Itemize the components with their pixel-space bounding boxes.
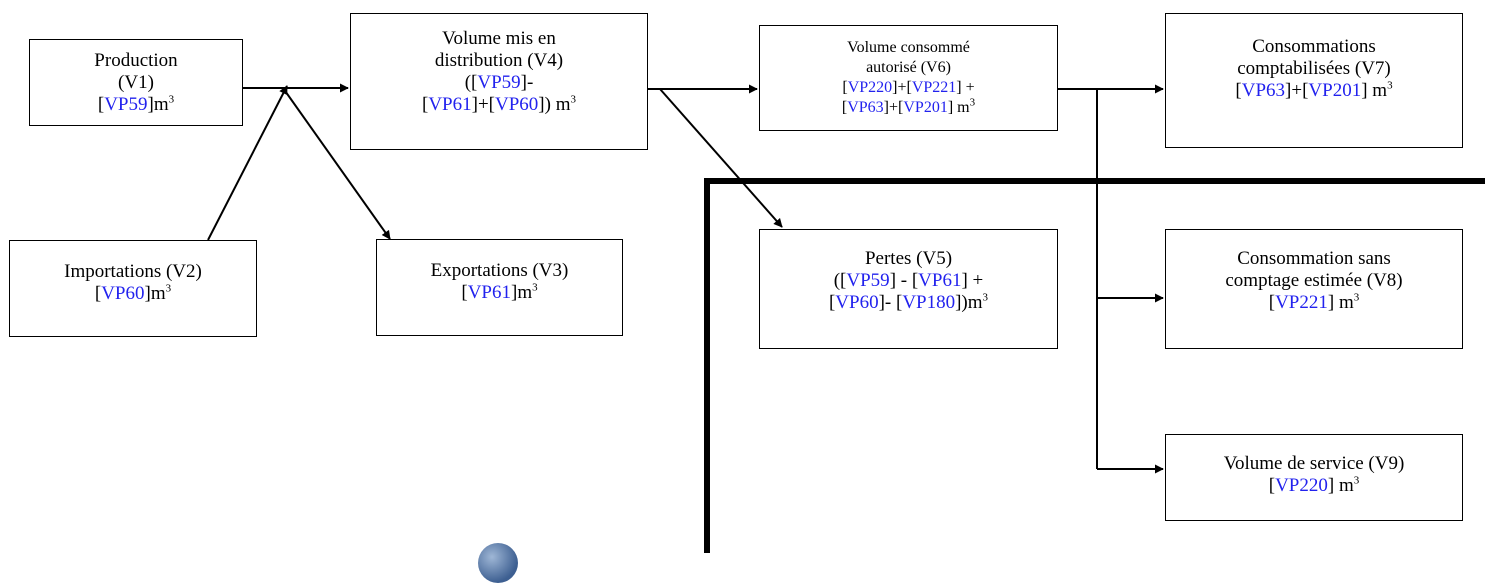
v6-formula-2: [VP63]+[VP201] m3 [841, 96, 976, 116]
v7-title-2: comptabilisées (V7) [1237, 58, 1391, 79]
v4-title-1: Volume mis en [442, 28, 556, 49]
v6-ref-d: VP201 [903, 99, 948, 116]
v4-ref-c: VP60 [495, 94, 539, 115]
v5-ref-a: VP59 [846, 270, 890, 291]
arrow-v4-to-v5 [659, 88, 783, 228]
v6-ref-a: VP220 [847, 79, 893, 96]
v5-ref-d: VP180 [902, 292, 956, 313]
v2-formula: [VP60]m3 [94, 282, 172, 304]
connectors [207, 83, 1164, 474]
v5-ref-c: VP60 [835, 292, 879, 313]
v5-formula-2: [VP60]- [VP180])m3 [828, 291, 989, 313]
box-importations-v2: Importations (V2) [VP60]m3 [9, 240, 257, 337]
v4-formula-2: [VP61]+[VP60]) m3 [422, 93, 576, 115]
v3-formula: [VP61]m3 [461, 281, 538, 303]
v7-formula: [VP63]+[VP201] m3 [1235, 79, 1393, 101]
v3-ref: VP61 [467, 282, 511, 303]
box-volume-consomme-v6: Volume consommé autorisé (V6) [VP220]+[V… [759, 25, 1058, 131]
box-exportations-v3: Exportations (V3) [VP61]m3 [376, 239, 623, 336]
v7-ref-a: VP63 [1241, 80, 1286, 101]
flow-diagram [207, 83, 1485, 553]
partial-logo-icon [478, 543, 518, 583]
v8-title-1: Consommation sans [1237, 248, 1391, 269]
v7-title-1: Consommations [1252, 36, 1376, 57]
arrow-v2-to-junction [207, 85, 288, 241]
v2-ref: VP60 [101, 283, 145, 304]
v6-ref-b: VP221 [911, 79, 957, 96]
v8-formula: [VP221] m3 [1268, 291, 1360, 313]
v9-title: Volume de service (V9) [1223, 453, 1405, 474]
v1-ref: VP59 [104, 94, 148, 115]
v9-ref: VP220 [1275, 475, 1328, 496]
v1-title: Production [94, 50, 178, 71]
v8-title-2: comptage estimée (V8) [1225, 270, 1403, 291]
v1-formula: [VP59]m3 [97, 93, 175, 115]
box-consommation-sans-comptage-v8: Consommation sans comptage estimée (V8) … [1165, 229, 1463, 349]
box-pertes-v5: Pertes (V5) ([VP59] - [VP61] + [VP60]- [… [759, 229, 1058, 349]
v4-ref-b: VP61 [428, 94, 472, 115]
box-volume-service-v9: Volume de service (V9) [VP220] m3 [1165, 434, 1463, 521]
v3-title: Exportations (V3) [430, 260, 569, 281]
box-consommations-v7: Consommations comptabilisées (V7) [VP63]… [1165, 13, 1463, 148]
v5-ref-b: VP61 [918, 270, 962, 291]
v5-title: Pertes (V5) [864, 248, 953, 269]
v6-title-2: autorisé (V6) [866, 59, 951, 76]
v9-formula: [VP220] m3 [1268, 474, 1360, 496]
box-volume-distribution-v4: Volume mis en distribution (V4) ([VP59]-… [350, 13, 648, 150]
v4-ref-a: VP59 [477, 72, 521, 93]
arrow-junction-to-v3 [282, 87, 391, 240]
box-production-v1: Production (V1) [VP59]m3 [29, 39, 243, 126]
v4-title-2: distribution (V4) [434, 50, 564, 71]
v5-formula-1: ([VP59] - [VP61] + [833, 270, 984, 291]
v7-ref-b: VP201 [1308, 80, 1362, 101]
v6-title-1: Volume consommé [847, 39, 970, 56]
v4-formula-1: ([VP59]- [464, 72, 534, 93]
frame-border [704, 178, 1485, 553]
v8-ref: VP221 [1275, 292, 1328, 313]
v6-ref-c: VP63 [847, 99, 884, 116]
v1-id: (V1) [118, 72, 154, 93]
v6-formula-1: [VP220]+[VP221] + [842, 79, 975, 96]
v2-title: Importations (V2) [64, 261, 202, 282]
